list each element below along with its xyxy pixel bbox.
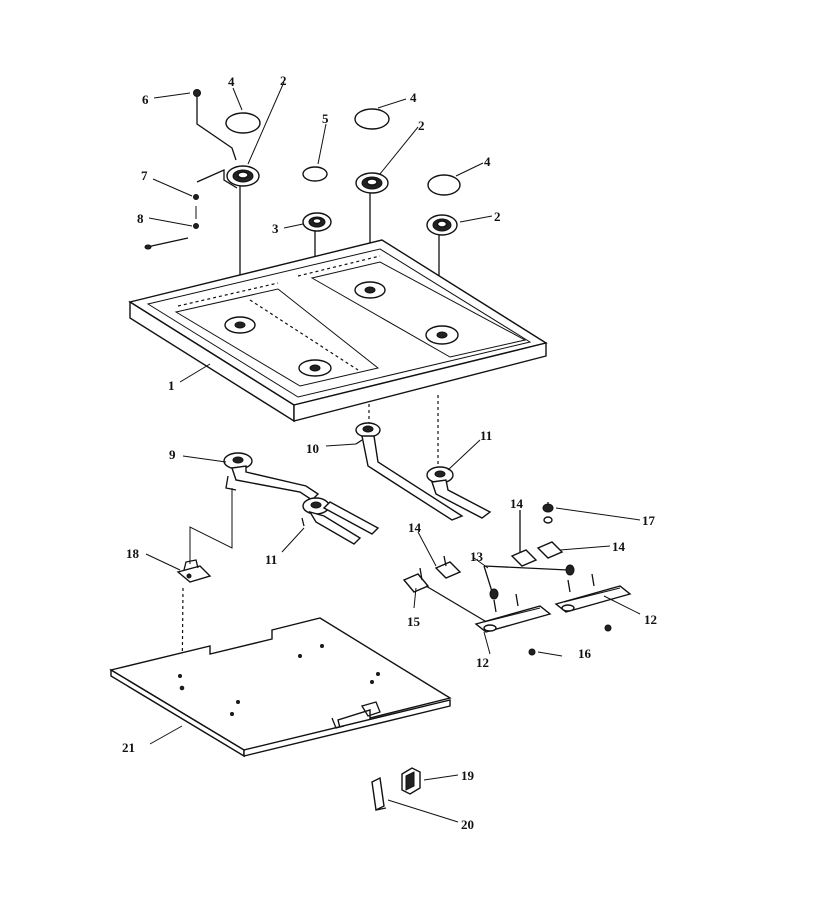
burner-head-front-right <box>426 214 458 236</box>
burner-cap-front-right <box>427 174 461 196</box>
callout-8: 8 <box>137 211 144 226</box>
leader-lines <box>145 81 641 823</box>
burner-cap-left <box>225 112 261 134</box>
valve-part-14-mid <box>510 510 538 567</box>
screw-part-16 <box>528 624 612 656</box>
callout-17: 17 <box>642 513 656 528</box>
callout-6: 6 <box>142 92 149 107</box>
callout-7: 7 <box>141 168 148 183</box>
callout-5: 5 <box>322 111 329 126</box>
burner-tube-part-9 <box>223 452 320 501</box>
callout-21: 21 <box>122 740 135 755</box>
callout-labels: 1 2 2 2 3 4 4 4 5 6 7 8 9 10 11 11 12 12… <box>122 73 657 832</box>
cooktop-main-top <box>128 239 548 423</box>
bracket-part-20 <box>371 776 387 812</box>
callout-16: 16 <box>578 646 592 661</box>
callout-4-rear-right: 4 <box>410 90 417 105</box>
burner-tube-part-11-left <box>301 497 380 545</box>
callout-20: 20 <box>461 817 474 832</box>
callout-12-left: 12 <box>476 655 489 670</box>
callout-4-left: 4 <box>228 74 235 89</box>
callout-9: 9 <box>169 447 176 462</box>
burner-head-rear-right <box>355 172 389 194</box>
callout-14-left: 14 <box>408 520 422 535</box>
callout-13: 13 <box>470 549 484 564</box>
electrode-part-8 <box>144 223 199 250</box>
spring-part-17 <box>542 503 554 524</box>
burner-cap-small <box>302 166 328 182</box>
valve-part-15 <box>402 567 491 625</box>
callout-18: 18 <box>126 546 140 561</box>
burner-bar-part-12-right <box>554 573 632 613</box>
block-part-19 <box>401 767 421 795</box>
callout-15: 15 <box>407 614 421 629</box>
callout-2-front-right: 2 <box>494 209 501 224</box>
callout-11-right: 11 <box>480 428 492 443</box>
bracket-part-18 <box>176 559 212 583</box>
callout-2-rear-right: 2 <box>418 118 425 133</box>
burner-tube-part-10 <box>355 422 464 521</box>
callout-14-mid: 14 <box>510 496 524 511</box>
callout-11-left: 11 <box>265 552 277 567</box>
callout-1: 1 <box>168 378 175 393</box>
bottom-panel-part-21 <box>109 617 452 758</box>
callout-19: 19 <box>461 768 475 783</box>
callout-3: 3 <box>272 221 279 236</box>
screw-part-6 <box>193 89 201 97</box>
callout-12-right: 12 <box>644 612 657 627</box>
burner-cap-rear-right <box>354 108 390 130</box>
burner-bar-part-12-left <box>474 593 552 633</box>
callout-14-right: 14 <box>612 539 626 554</box>
burner-tube-part-11-right <box>426 466 492 519</box>
burner-head-small <box>302 212 332 232</box>
callout-10: 10 <box>306 441 319 456</box>
valve-part-14-left <box>434 555 462 579</box>
callout-2-top: 2 <box>280 73 287 88</box>
clip-part-7 <box>193 194 199 200</box>
burner-head-left <box>226 165 260 187</box>
orifice-part-13 <box>483 564 575 600</box>
callout-4-front-right: 4 <box>484 154 491 169</box>
